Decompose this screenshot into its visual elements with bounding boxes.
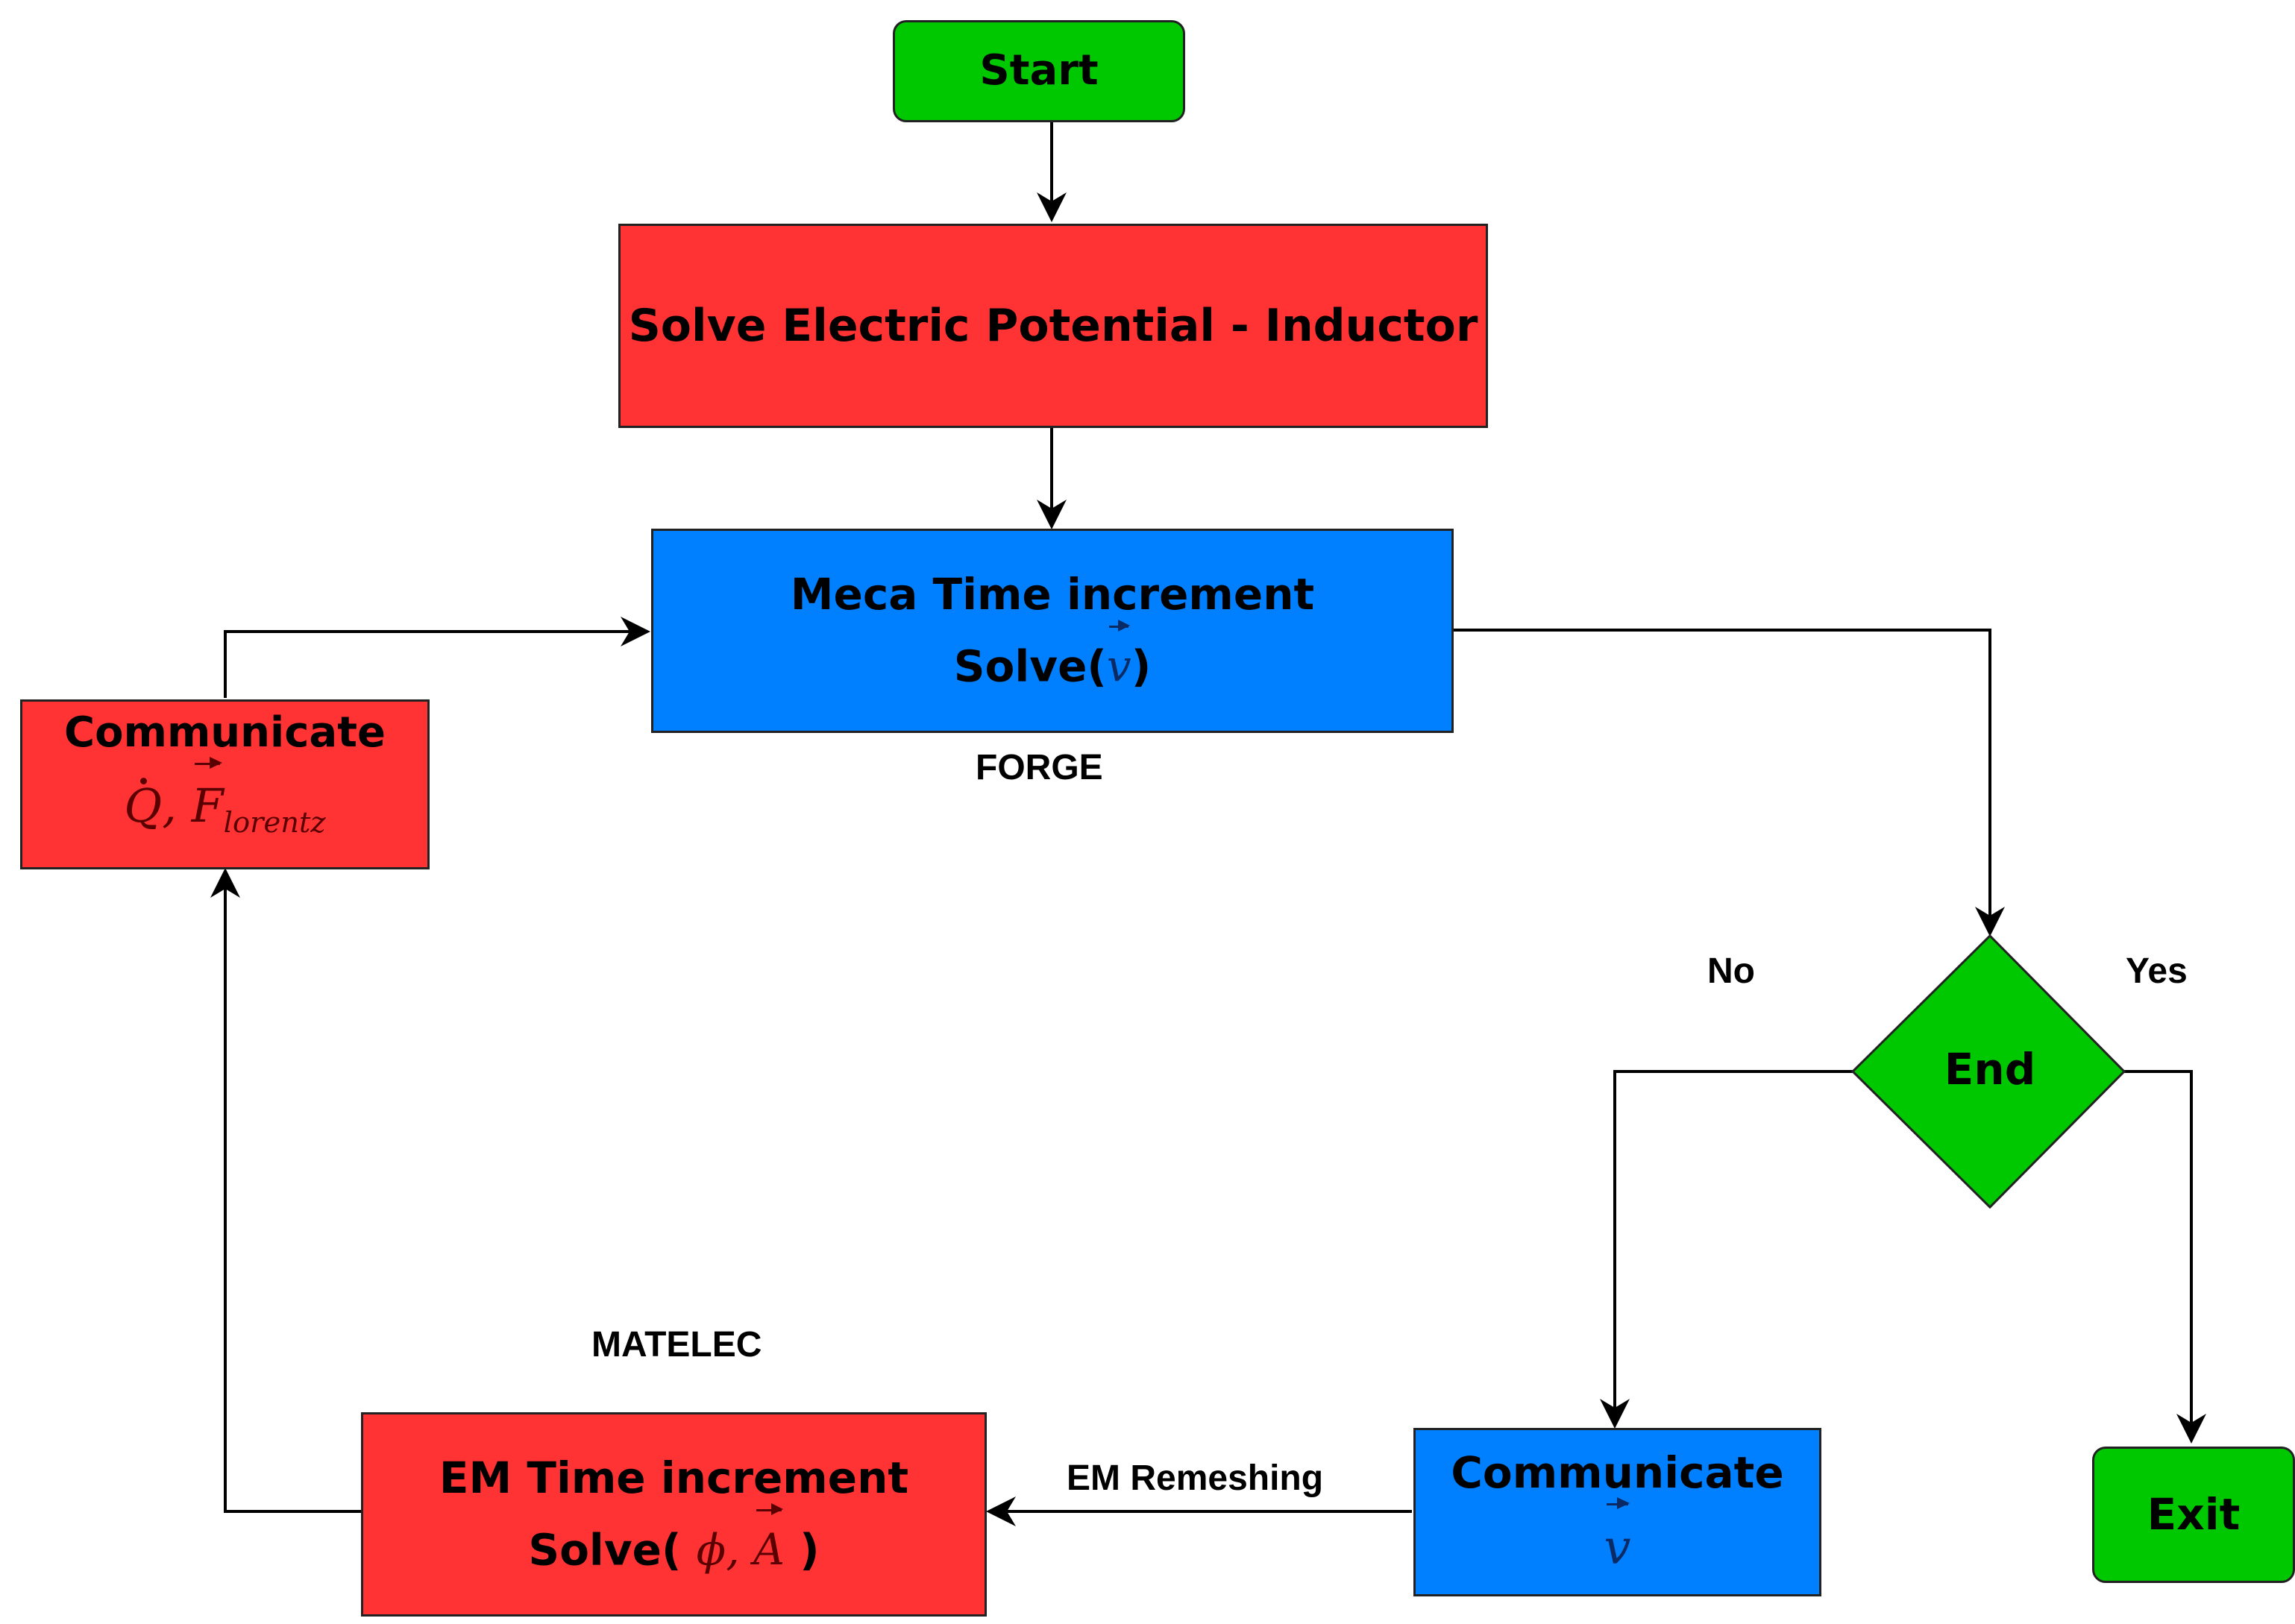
communicate-heat-force-node: Communicate Q, Florentz [20, 699, 430, 869]
heat-force-symbols: Q, Florentz [124, 756, 326, 842]
solve-electric-potential-node: Solve Electric Potential - Inductor [618, 224, 1488, 428]
velocity-vector-symbol: v [1107, 620, 1131, 695]
exit-label: Exit [2147, 1488, 2241, 1540]
force-vector-symbol: F [192, 756, 224, 837]
end-label: End [1944, 1044, 2036, 1095]
edge-end-no-to-communicate-v [1600, 1070, 1853, 1429]
communicate-velocity-node: Communicate v [1413, 1428, 1821, 1596]
exit-node: Exit [2092, 1447, 2295, 1583]
meca-time-increment-label: Meca Time increment [790, 569, 1315, 620]
end-decision-diamond [1850, 934, 2126, 1209]
edge-em-time-to-communicate-q [210, 868, 361, 1513]
yes-branch-label: Yes [2126, 951, 2188, 991]
start-node: Start [893, 20, 1185, 122]
edge-end-yes-to-exit [2124, 1070, 2206, 1444]
meca-solve-line: Solve(v) [954, 620, 1151, 695]
vector-potential-symbol: A [753, 1503, 785, 1579]
em-time-increment-node: EM Time increment Solve( ϕ, A ) [361, 1412, 987, 1617]
communicate-right-label: Communicate [1451, 1447, 1784, 1498]
communicate-left-label: Communicate [64, 708, 386, 757]
start-label: Start [979, 46, 1099, 95]
solve-electric-potential-label: Solve Electric Potential - Inductor [628, 300, 1478, 352]
heat-rate-symbol: Q [124, 776, 162, 837]
edge-meca-to-end [1454, 629, 2005, 937]
phi-symbol: ϕ [696, 1524, 726, 1576]
edge-communicate-q-to-meca [224, 617, 650, 698]
velocity-vector-symbol-communicate: v [1604, 1496, 1631, 1580]
forge-label: FORGE [976, 748, 1103, 787]
meca-time-increment-node: Meca Time increment Solve(v) [651, 529, 1454, 733]
no-branch-label: No [1707, 951, 1755, 991]
lorentz-subscript: lorentz [223, 805, 326, 840]
matelec-label: MATELEC [591, 1325, 762, 1365]
em-remeshing-label: EM Remeshing [1067, 1458, 1324, 1498]
em-solve-line: Solve( ϕ, A ) [528, 1503, 820, 1579]
em-time-increment-label: EM Time increment [439, 1453, 909, 1504]
